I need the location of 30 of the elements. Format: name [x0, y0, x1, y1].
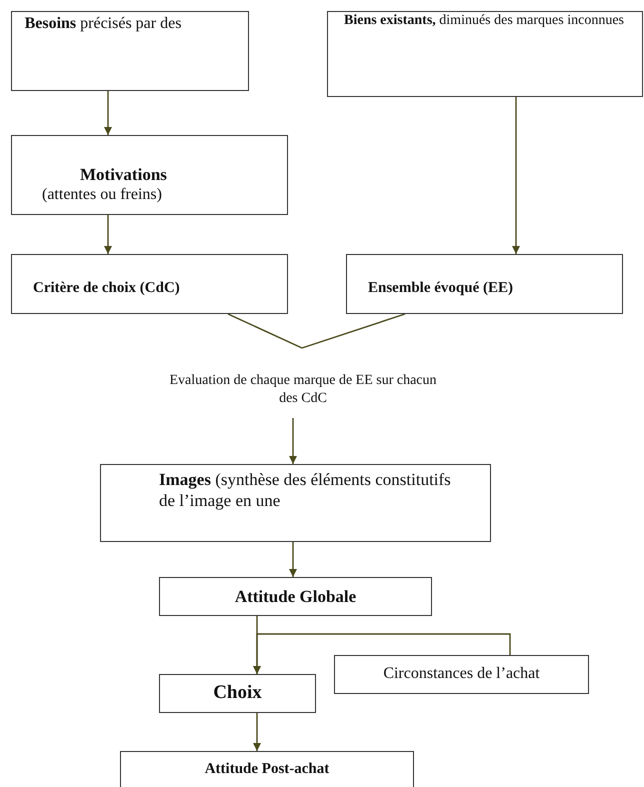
- box-label: Motivations: [80, 164, 167, 186]
- process-box: [11, 254, 288, 314]
- box-label: (attentes ou freins): [42, 185, 162, 206]
- process-box: [159, 577, 432, 616]
- box-label: Choix: [213, 681, 262, 705]
- process-box: [346, 254, 623, 314]
- arrow: [253, 713, 261, 751]
- arrow: [104, 91, 112, 135]
- box-label: Besoins précisés par des: [24, 14, 182, 34]
- arrow: [253, 633, 511, 674]
- annotation-text: Evaluation de chaque marque de EE sur chacun des CdC: [168, 372, 438, 407]
- box-label: Attitude Globale: [234, 586, 356, 608]
- process-box: [327, 11, 643, 97]
- box-label: Ensemble évoqué (EE): [368, 279, 514, 298]
- process-box: [334, 655, 589, 694]
- box-label: Biens existants, diminués des marques inconnues: [344, 12, 625, 30]
- box-label: Images (synthèse des éléments constitutifs de l’image en une: [159, 469, 452, 512]
- process-box: [11, 135, 288, 215]
- process-box: [159, 674, 316, 713]
- box-label: Attitude Post-achat: [204, 760, 330, 779]
- process-box: [100, 464, 491, 542]
- box-label: Circonstances de l’achat: [383, 664, 540, 684]
- box-label: Critère de choix (CdC): [33, 279, 180, 298]
- process-box: [11, 11, 249, 91]
- arrow: [104, 215, 112, 254]
- arrow: [289, 542, 297, 577]
- arrow: [289, 418, 297, 464]
- connector-line: [228, 313, 302, 349]
- connector-line: [302, 313, 406, 349]
- arrow: [512, 97, 520, 254]
